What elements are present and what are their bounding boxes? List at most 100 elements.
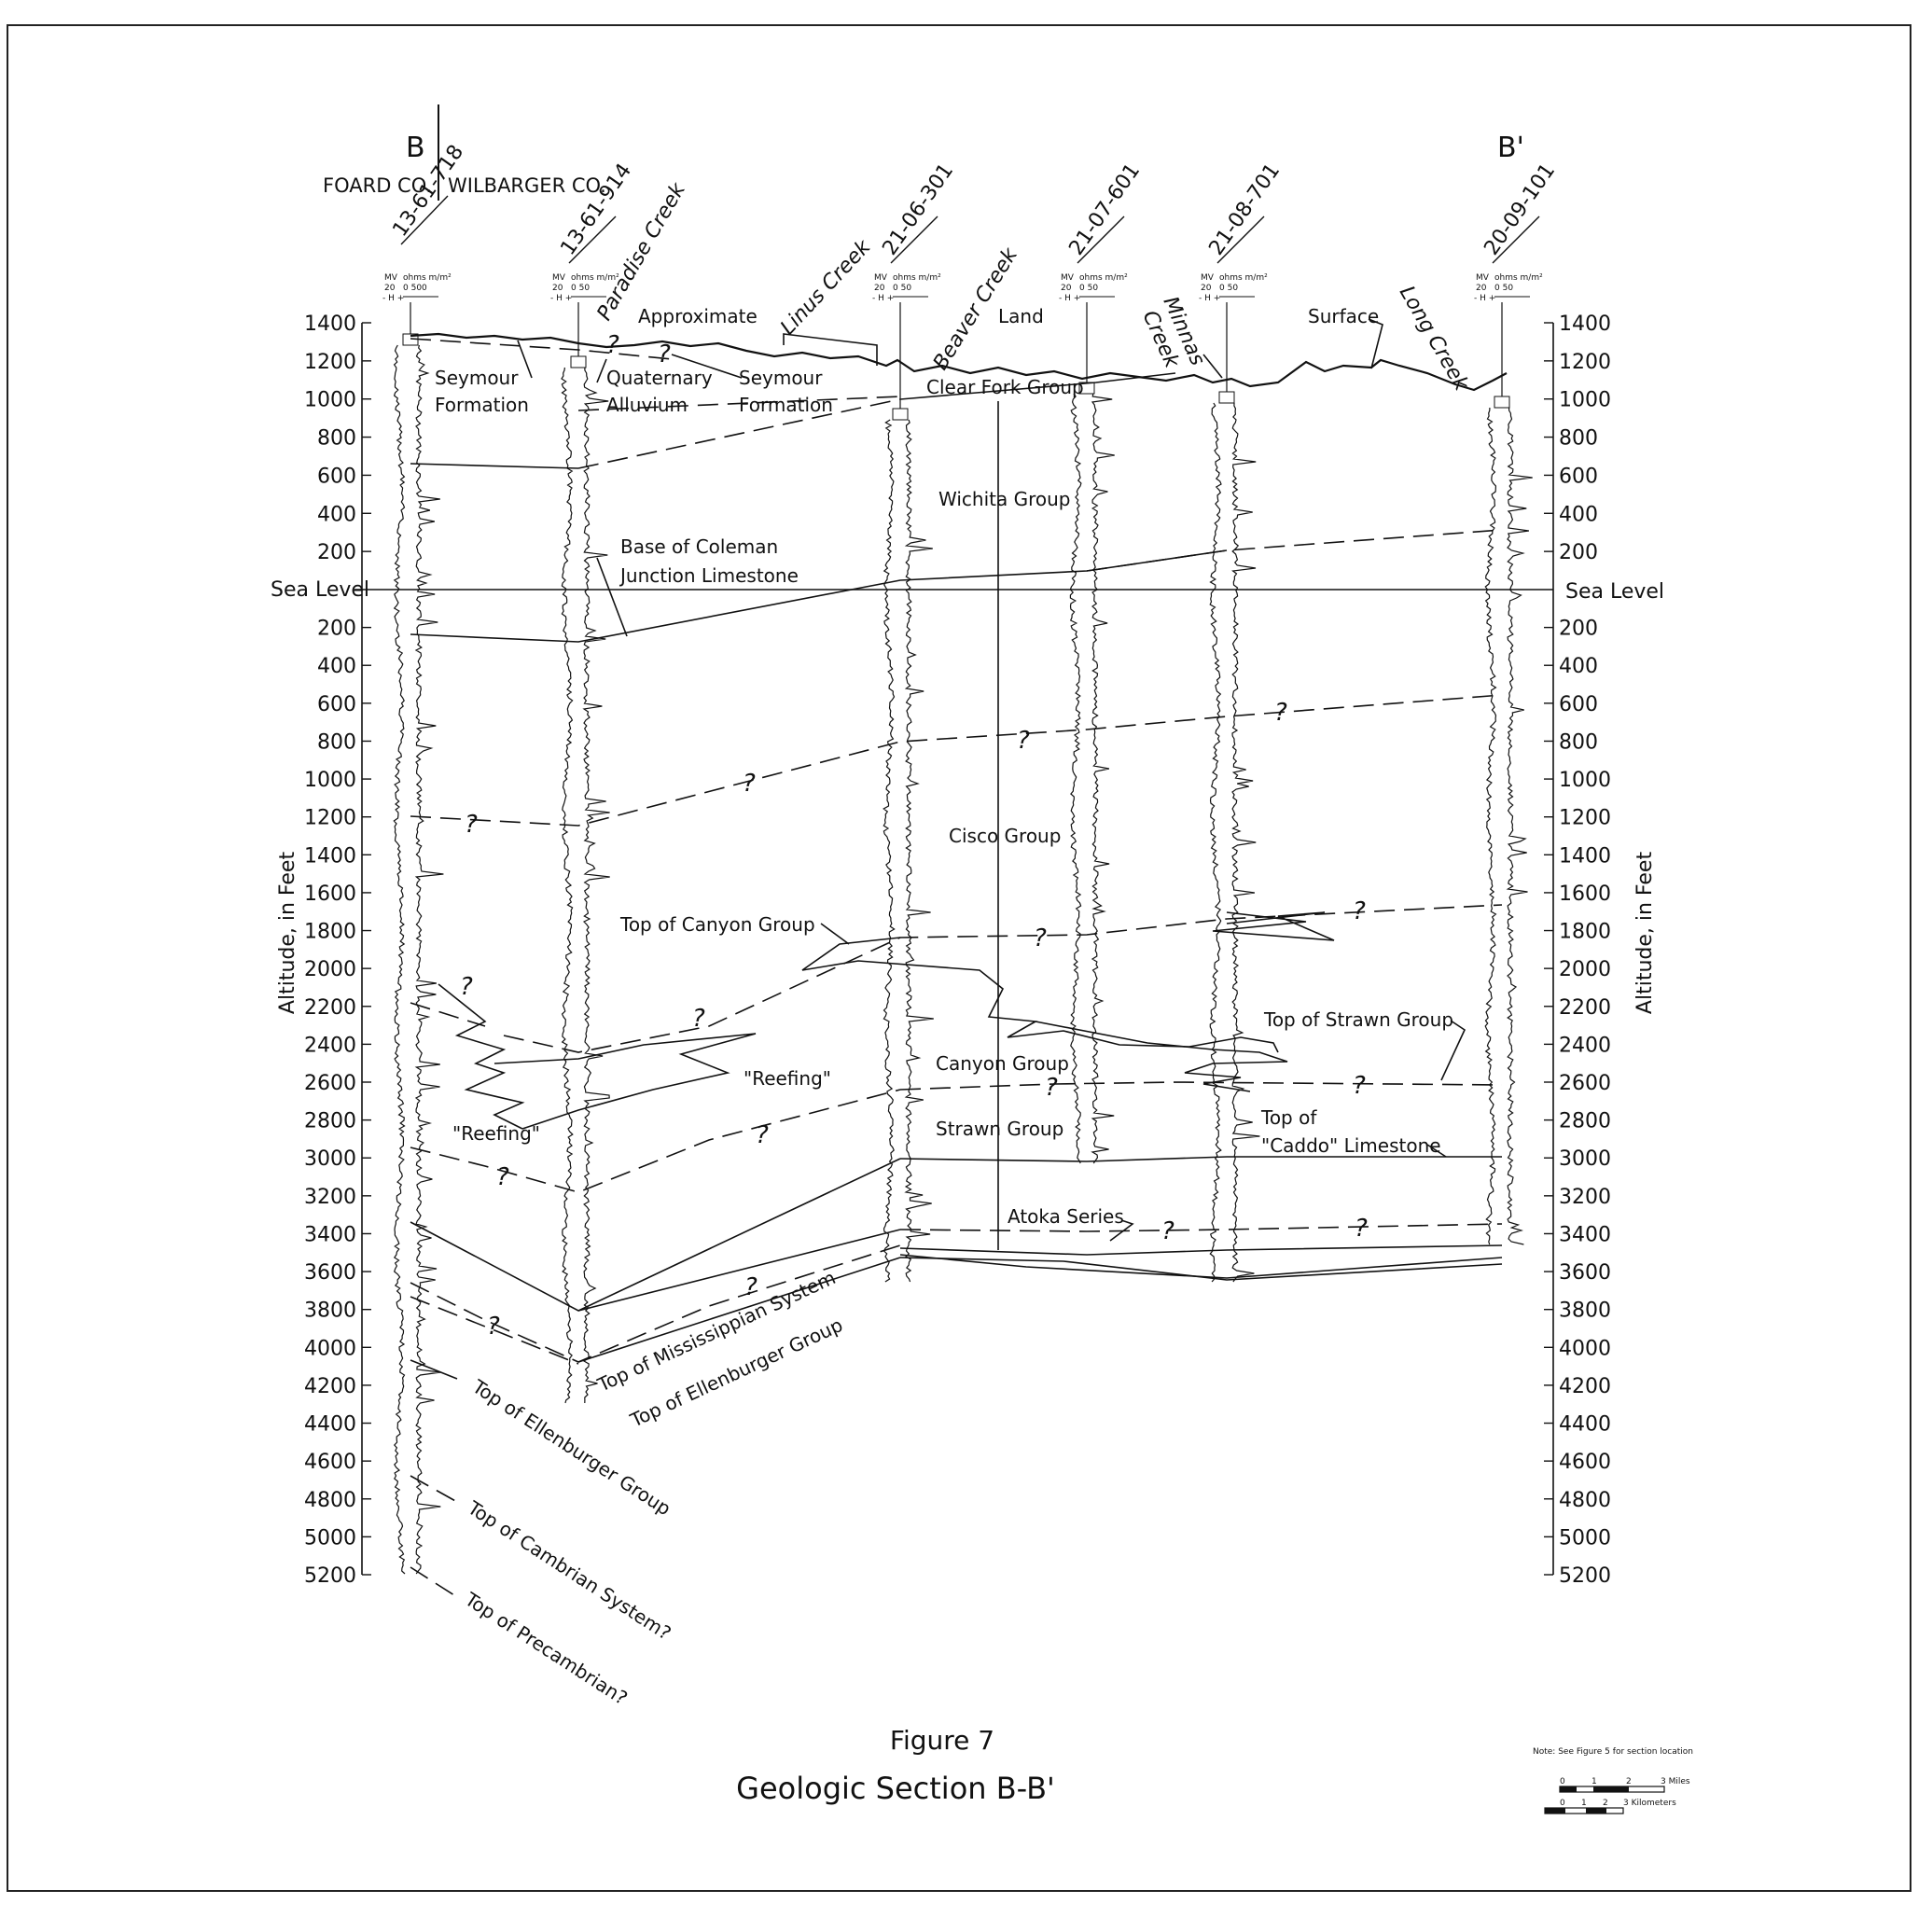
axis-tick-label: 3000: [1559, 1147, 1611, 1171]
axis-tick-label: 4800: [1559, 1489, 1611, 1512]
question-mark: ?: [658, 341, 671, 368]
ellenburger-top-line: [899, 1257, 1503, 1281]
axis-tick-label: 4800: [304, 1489, 356, 1512]
label-land: Land: [998, 305, 1044, 327]
log-header-mv-scale: 20: [1476, 284, 1487, 293]
log-header-mv: MV: [552, 273, 566, 283]
axis-tick-label: 1400: [1559, 313, 1611, 336]
location-note: Note: See Figure 5 for section location …: [1533, 1747, 1693, 1814]
axis-tick-label: 800: [317, 427, 356, 451]
log-header-ohms: ohms m/m²: [1219, 273, 1268, 283]
correlation-lines: [410, 318, 1503, 1598]
question-mark: ?: [487, 1313, 500, 1341]
creek-labels: Paradise Creek Linus Creek Beaver Creek …: [593, 178, 1474, 396]
log-header-mv-scale: 20: [384, 284, 396, 293]
cisco-label: Cisco Group: [949, 825, 1061, 847]
base-coleman-dashed: [1086, 529, 1503, 572]
axis-tick-label: 2600: [1559, 1072, 1611, 1095]
axis-tick-label: 4400: [1559, 1413, 1611, 1437]
scale-tick: 2: [1626, 1777, 1632, 1786]
question-mark: ?: [756, 1121, 769, 1149]
axis-tick-label: 2200: [304, 996, 356, 1020]
question-mark: ?: [1353, 1072, 1366, 1100]
axis-tick-label: 3800: [304, 1300, 356, 1323]
clear-fork-base-dashed: [577, 398, 901, 469]
axis-tick-label: 4000: [304, 1337, 356, 1360]
axis-tick-label: 4600: [304, 1451, 356, 1474]
caddo-top-line: [899, 1156, 1502, 1162]
strawn-top-dashed-left: [899, 1083, 1055, 1091]
note-text: Note: See Figure 5 for section location: [1533, 1747, 1693, 1757]
axis-tick-label: 3200: [304, 1186, 356, 1209]
log-header-ohms-scale: 0 500: [403, 284, 427, 293]
scale-tick: 0: [1560, 1799, 1565, 1808]
axis-label-right: Altitude, in Feet: [1633, 852, 1657, 1015]
axis-tick-label: 600: [317, 693, 356, 716]
axis-tick-label: 2000: [304, 958, 356, 981]
scale-tick: 1: [1581, 1799, 1587, 1808]
scale-tick: 2: [1603, 1799, 1608, 1808]
axis-tick-label: 2800: [1559, 1110, 1611, 1133]
top-canyon-label: Top of Canyon Group: [619, 913, 815, 936]
scale-bar-kilometers: 0 1 2 3 Kilometers: [1544, 1799, 1676, 1814]
axis-tick-label: 3600: [1559, 1261, 1611, 1285]
question-mark: ?: [1274, 699, 1287, 727]
axis-tick-label: 1200: [304, 807, 356, 830]
seymour-left-2: Formation: [435, 394, 529, 416]
land-surface-line: [410, 332, 1508, 392]
axis-label-left: Altitude, in Feet: [276, 852, 299, 1015]
question-mark: ?: [1017, 727, 1030, 755]
axis-tick-label: 400: [317, 503, 356, 526]
axis-tick-label: 3400: [1559, 1223, 1611, 1246]
scale-tick: 3 Kilometers: [1623, 1799, 1676, 1808]
strawn-label: Strawn Group: [936, 1118, 1063, 1140]
sp-log-curve: [561, 367, 574, 1404]
well-id: 21-08-701: [1204, 160, 1285, 260]
top-caddo-1: Top of: [1260, 1106, 1317, 1129]
label-surface: Surface: [1308, 305, 1379, 327]
quaternary-2: Alluvium: [606, 394, 688, 416]
axis-tick-label: 1400: [1559, 844, 1611, 868]
well-id: 21-07-601: [1064, 160, 1145, 260]
well-id: 20-09-101: [1480, 160, 1560, 260]
top-strawn-label: Top of Strawn Group: [1263, 1008, 1453, 1031]
axis-tick-label: 1000: [1559, 769, 1611, 792]
seymour-base-dashed: [410, 338, 673, 360]
axis-tick-label: 4600: [1559, 1451, 1611, 1474]
sp-log-curve: [1069, 393, 1082, 1164]
question-mark: ?: [744, 1273, 758, 1301]
sea-level-label-left: Sea Level: [271, 578, 369, 602]
axis-tick-label: 200: [1559, 618, 1598, 641]
axis-tick-label: 3600: [304, 1261, 356, 1285]
log-header-mv: MV: [1201, 273, 1215, 283]
leader-caddo: [1426, 1144, 1447, 1158]
figure-number: Figure 7: [890, 1725, 994, 1756]
axis-tick-label: 3200: [1559, 1186, 1611, 1209]
axis-tick-label: 200: [1559, 541, 1598, 564]
well-id: 21-06-301: [878, 160, 958, 260]
county-left: FOARD CO.: [323, 174, 432, 197]
axis-tick-label: 800: [1559, 730, 1598, 754]
ellenburger-top-dashed: [410, 1296, 579, 1365]
resistivity-log-curve: [414, 344, 444, 1575]
resistivity-log-curve: [904, 419, 934, 1283]
axis-tick-label: 1800: [304, 921, 356, 944]
unit-labels: Approximate Land Surface Seymour Formati…: [435, 305, 1453, 1709]
log-header-mv: MV: [384, 273, 398, 283]
leader-base-coleman: [596, 557, 628, 637]
axis-tick-label: 200: [317, 618, 356, 641]
leader-top-canyon: [820, 923, 850, 945]
log-header-ohms: ohms m/m²: [1079, 273, 1128, 283]
axis-tick-label: 1200: [304, 351, 356, 374]
log-header-ohms-scale: 0 50: [1219, 284, 1238, 293]
axis-tick-label: 400: [317, 655, 356, 678]
resistivity-log-curve: [582, 368, 610, 1404]
axis-tick-label: 2600: [304, 1072, 356, 1095]
log-header-ohms-scale: 0 50: [1079, 284, 1098, 293]
axis-tick-label: 1800: [1559, 921, 1611, 944]
log-header-ohms-scale: 0 50: [1494, 284, 1513, 293]
sp-log-curve: [393, 344, 406, 1575]
log-header-ohms: ohms m/m²: [1494, 273, 1543, 283]
